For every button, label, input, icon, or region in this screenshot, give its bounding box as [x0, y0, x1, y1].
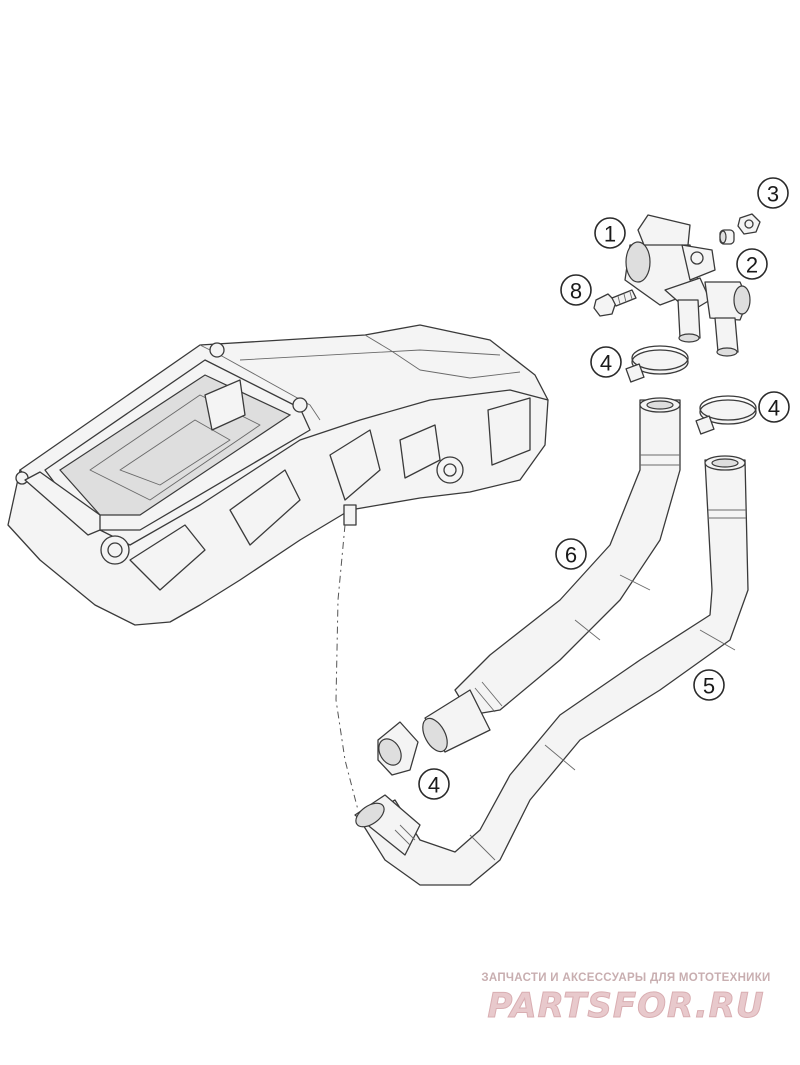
callout-4-right: 4	[758, 391, 790, 423]
svg-text:4: 4	[428, 773, 440, 798]
svg-text:8: 8	[570, 279, 582, 304]
callout-5: 5	[693, 669, 725, 701]
callout-6: 6	[555, 538, 587, 570]
washer-part	[719, 229, 735, 245]
callout-3: 3	[757, 177, 789, 209]
hose-5	[354, 455, 749, 886]
assembly-line	[335, 524, 359, 811]
nut-part	[737, 213, 761, 235]
svg-text:2: 2	[746, 253, 758, 278]
watermark-tagline: ЗАПЧАСТИ И АКСЕССУАРЫ ДЛЯ МОТОТЕХНИКИ	[481, 972, 771, 984]
watermark-brand-logo: PARTSFOR.RU	[487, 986, 765, 1027]
callout-8: 8	[560, 274, 592, 306]
callout-4-upper: 4	[590, 346, 622, 378]
oil-tank	[7, 324, 549, 626]
hose-clamp-right	[695, 395, 757, 435]
callout-4-lower: 4	[418, 768, 450, 800]
hose-6	[422, 397, 681, 753]
svg-text:1: 1	[604, 222, 616, 247]
svg-text:5: 5	[703, 674, 715, 699]
callout-1: 1	[594, 217, 626, 249]
svg-text:3: 3	[767, 182, 779, 207]
valve-assembly	[624, 214, 751, 357]
watermark: ЗАПЧАСТИ И АКСЕССУАРЫ ДЛЯ МОТОТЕХНИКИ PA…	[476, 972, 776, 1027]
plug-cap	[377, 721, 419, 776]
callout-2: 2	[736, 248, 768, 280]
hose-clamp-upper-left	[625, 345, 689, 383]
svg-text:4: 4	[600, 351, 612, 376]
svg-text:6: 6	[565, 543, 577, 568]
svg-text:4: 4	[768, 396, 780, 421]
bolt-part	[593, 289, 637, 317]
